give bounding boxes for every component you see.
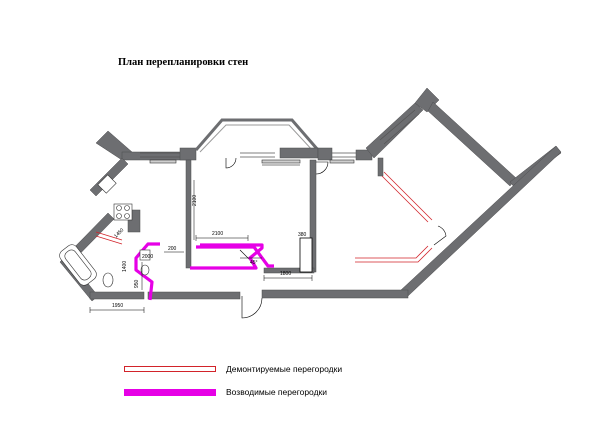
- legend-swatch-built: [124, 388, 216, 396]
- legend-label-demolished: Демонтируемые перегородки: [226, 364, 343, 374]
- fixtures: [59, 159, 355, 288]
- legend-label-built: Возводимые перегородки: [226, 387, 328, 397]
- legend-demolished: Демонтируемые перегородки: [124, 364, 342, 374]
- walls: [59, 87, 562, 302]
- dim-45-degrees: 45°: [250, 260, 258, 266]
- dim-1800: 1800: [280, 271, 291, 277]
- windows: [140, 109, 420, 166]
- dim-380: 380: [298, 232, 307, 238]
- legend-built: Возводимые перегородки: [124, 387, 327, 397]
- dim-200: 200: [168, 246, 177, 252]
- dimension-lines: [89, 180, 313, 313]
- dim-1450: 1450: [113, 227, 125, 239]
- new-partitions: [134, 242, 274, 301]
- dim-950: 950: [134, 279, 140, 288]
- plan-title: План перепланировки стен: [118, 57, 249, 68]
- dim-2100-vertical: 2100: [192, 195, 198, 206]
- dim-1950: 1950: [112, 303, 123, 309]
- demolished-partitions: [95, 171, 433, 263]
- dim-2100-top: 2100: [212, 231, 223, 237]
- legend-swatch-demolished: [124, 366, 216, 372]
- dim-2000: 2000: [142, 254, 153, 260]
- dim-1400: 1400: [122, 261, 128, 272]
